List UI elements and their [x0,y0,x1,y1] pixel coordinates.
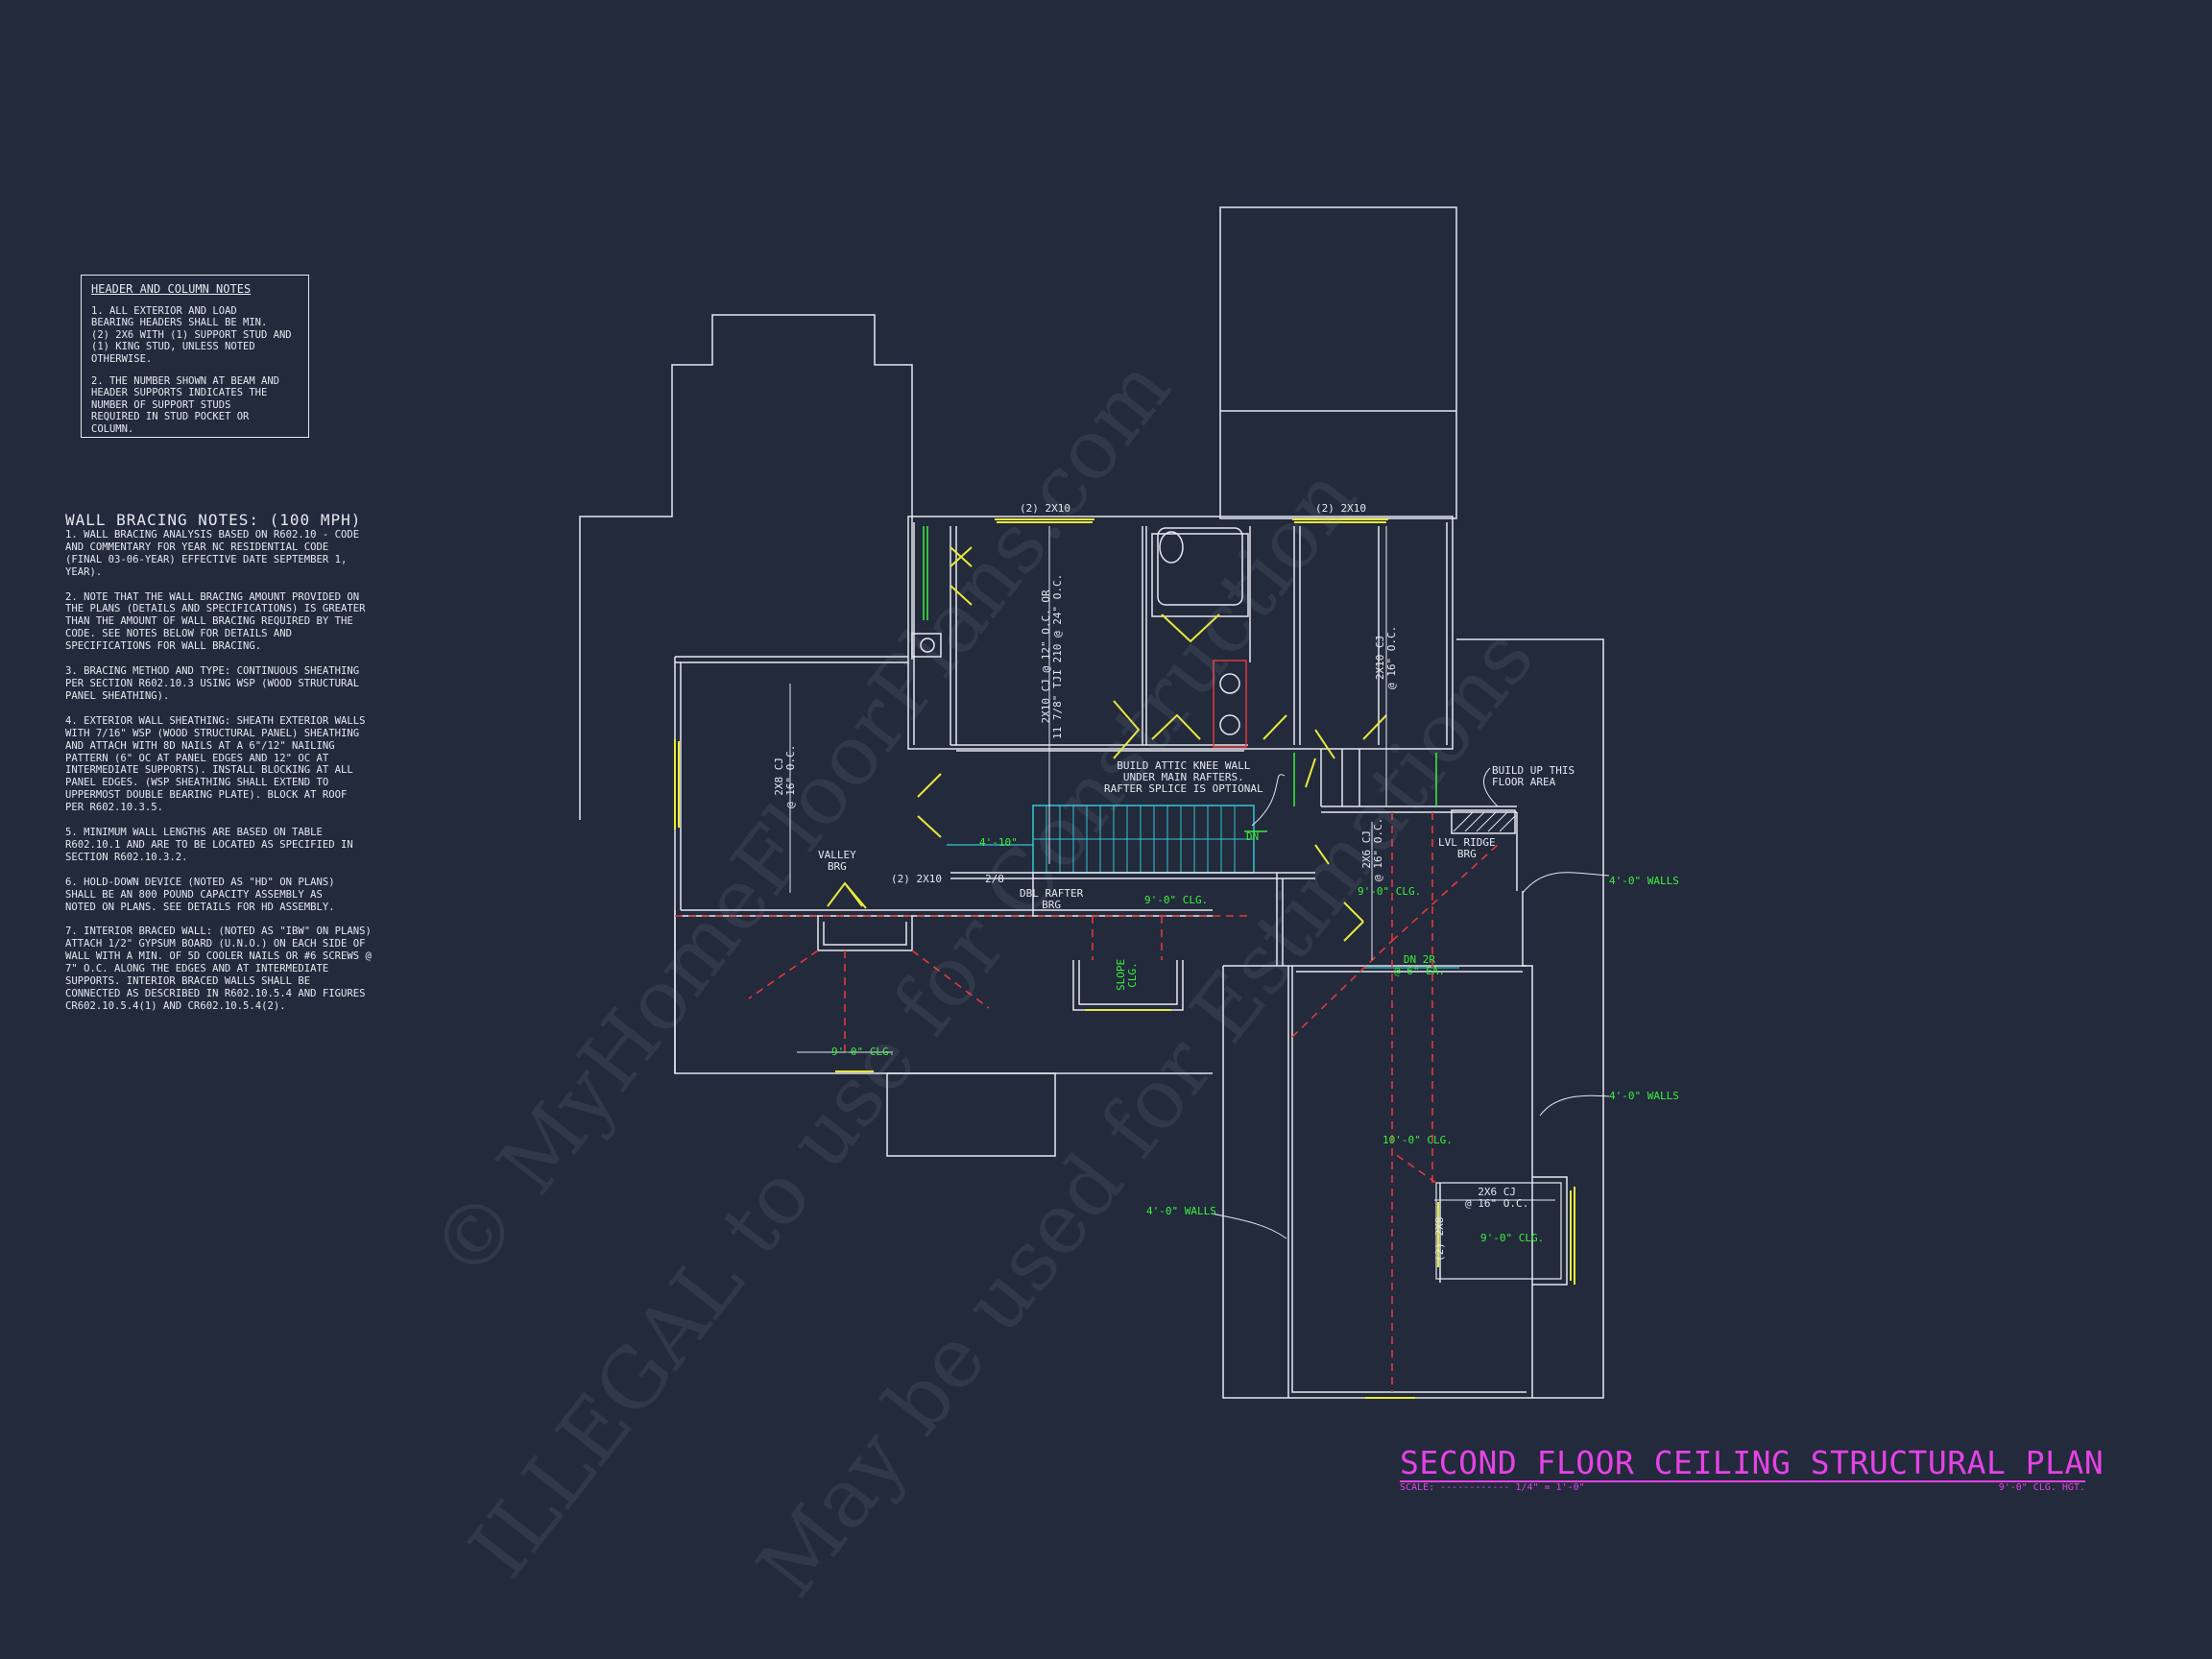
wall-bracing-note-2: 2. NOTE THAT THE WALL BRACING AMOUNT PRO… [65,590,366,653]
header-column-note-1: 1. ALL EXTERIOR AND LOAD BEARING HEADERS… [91,304,292,365]
dn-label: DN [1246,830,1260,843]
wall-bracing-note-3: 3. BRACING METHOD AND TYPE: CONTINUOUS S… [65,665,360,702]
joist-label-right: 2x10 CJ @ 16" O.C. [1374,625,1398,689]
slope-clg-label: SLOPE CLG. [1115,958,1139,991]
header-label-valley: (2) 2x10 [891,873,942,885]
joist-label-mid: 2x6 CJ @ 16" O.C. [1360,817,1384,881]
left-roof-outline [579,314,913,820]
drawing-scale-row: SCALE: ------------ 1/4" = 1'-0" 9'-0" C… [1400,1482,2085,1493]
ceiling-height-center: 9'-0" CLG. [1144,894,1209,906]
header-label-2x8: (2) 2x8 [1433,1216,1446,1262]
main-upper-walls [907,516,1454,750]
header-label-right: (2) 2x10 [1315,502,1366,515]
header-column-notes-title: HEADER AND COLUMN NOTES [91,282,252,296]
drawing-scale: SCALE: ------------ 1/4" = 1'-0" [1400,1482,1585,1493]
wall-bracing-note-7: 7. INTERIOR BRACED WALL: (NOTED AS "IBW"… [65,926,372,1012]
header-label-left: (2) 2x10 [1020,502,1070,515]
joist-label-left: 2x8 CJ @ 16" O.C. [773,744,797,808]
ceiling-height-10: 10'-0" CLG. [1382,1134,1453,1146]
wall-bracing-note-1: 1. WALL BRACING ANALYSIS BASED ON R602.1… [65,528,360,578]
top-right-outline [1219,206,1457,519]
bottom-bump [886,1072,1056,1157]
valley-brg-note: VALLEY BRG [818,849,856,873]
stair-dimension: 4'-10" [979,836,1018,849]
ceiling-height-lower: 9'-0" CLG. [1480,1232,1545,1244]
knee-wall-note: BUILD ATTIC KNEE WALL UNDER MAIN RAFTERS… [1104,759,1263,795]
dbl-rafter-note: DBL RAFTER BRG [1020,887,1084,911]
joist-label-center: 2x10 CJ @ 12" O.C. OR 11 7/8" TJI 210 @ … [1040,573,1064,739]
beam-label-2-8: 2/8 [985,873,1004,885]
walls-label-lower: 4'-0" WALLS [1609,1090,1679,1102]
walls-label-left: 4'-0" WALLS [1146,1205,1216,1217]
left-wing-walls [674,656,1213,1074]
wall-bracing-note-4: 4. EXTERIOR WALL SHEATHING: SHEATH EXTER… [65,714,366,814]
dn-2r-label: DN 2R @ 6" EA. [1394,953,1445,977]
walls-label-upper: 4'-0" WALLS [1609,875,1679,887]
wall-bracing-note-6: 6. HOLD-DOWN DEVICE (NOTED AS "HD" ON PL… [65,876,335,913]
ceiling-height-bottom: 9'-0" CLG. [831,1046,896,1058]
drawing-ceiling-height: 9'-0" CLG. HGT. [1998,1482,2085,1493]
drawing-title: SECOND FLOOR CEILING STRUCTURAL PLAN [1400,1444,2104,1482]
build-up-note: BUILD UP THIS FLOOR AREA [1492,764,1575,788]
joist-label-lower: 2x6 CJ @ 16" O.C. [1465,1186,1529,1210]
header-column-note-2: 2. THE NUMBER SHOWN AT BEAM AND HEADER S… [91,374,279,435]
wall-bracing-title: WALL BRACING NOTES: (100 MPH) [65,511,362,529]
wall-bracing-note-5: 5. MINIMUM WALL LENGTHS ARE BASED ON TAB… [65,827,353,863]
wall-bracing-notes: WALL BRACING NOTES: (100 MPH) 1. WALL BR… [65,511,419,1025]
header-column-notes-box: HEADER AND COLUMN NOTES 1. ALL EXTERIOR … [81,275,309,438]
lvl-ridge-note: LVL RIDGE BRG [1438,836,1496,860]
ceiling-height-right: 9'-0" CLG. [1358,885,1422,898]
right-wing-walls [1456,638,1604,1399]
